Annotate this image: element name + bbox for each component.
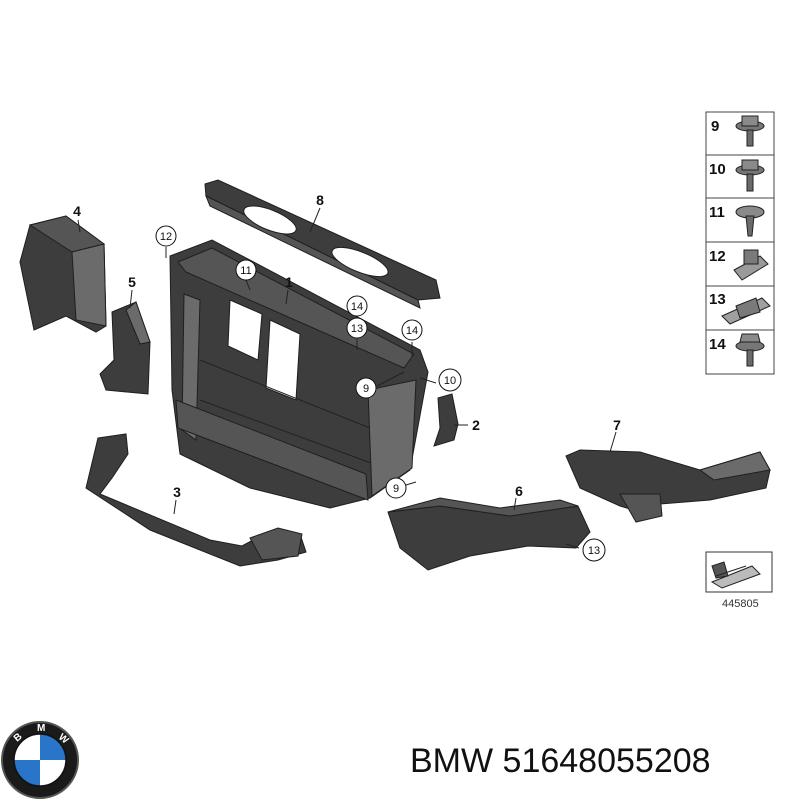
callout-14b-label: 14 xyxy=(406,325,418,337)
legend-num-10: 10 xyxy=(709,161,726,178)
callout-9b-label: 9 xyxy=(393,483,399,495)
legend-num-13: 13 xyxy=(709,291,726,308)
legend-num-11: 11 xyxy=(709,204,725,221)
part-number: 51648055208 xyxy=(502,742,711,780)
callout-5: 5 xyxy=(128,274,136,290)
diagram-reference: 445805 xyxy=(705,551,773,610)
circled-callout-13a: 13 xyxy=(346,317,368,339)
part-5-left-bracket xyxy=(99,301,151,395)
legend-row-10: 10 xyxy=(709,159,765,192)
legend-num-9: 9 xyxy=(711,118,719,135)
callout-9a-label: 9 xyxy=(363,383,369,395)
circled-callout-14a: 14 xyxy=(346,295,368,317)
callout-6: 6 xyxy=(515,483,523,499)
spring-nut-icon xyxy=(721,297,771,325)
legend-num-12: 12 xyxy=(709,248,726,265)
arrow-pointer-icon xyxy=(710,561,761,589)
flange-bolt-icon xyxy=(735,159,765,192)
callout-12-label: 12 xyxy=(160,231,172,243)
circled-callout-13b: 13 xyxy=(582,538,606,562)
legend-row-9: 9 xyxy=(711,115,765,147)
callout-3: 3 xyxy=(173,484,181,500)
legend-row-12: 12 xyxy=(709,248,769,281)
circled-callout-9b: 9 xyxy=(385,477,407,499)
cage-nut-icon xyxy=(733,249,769,281)
callout-4: 4 xyxy=(73,203,81,219)
brand-name: BMW xyxy=(410,742,494,780)
circled-callout-11: 11 xyxy=(235,259,257,281)
callout-8: 8 xyxy=(316,192,324,208)
callout-13a-label: 13 xyxy=(351,323,363,335)
svg-text:M: M xyxy=(37,723,45,734)
callout-11-label: 11 xyxy=(240,265,251,277)
part-7-right-upper-duct xyxy=(565,449,771,523)
callout-1: 1 xyxy=(285,274,293,290)
part-1-front-carrier xyxy=(169,239,429,509)
callout-2: 2 xyxy=(472,417,480,433)
part-8-upper-cover xyxy=(204,179,441,309)
circled-callout-10: 10 xyxy=(438,368,462,392)
part-4-left-air-duct xyxy=(19,215,107,333)
part-3-lower-air-guide xyxy=(85,433,307,567)
part-2-right-bracket xyxy=(433,393,459,447)
flange-bolt-icon xyxy=(735,115,765,147)
callout-13b-label: 13 xyxy=(588,545,600,557)
callout-7: 7 xyxy=(613,417,621,433)
legend-row-14: 14 xyxy=(709,333,765,367)
circled-callout-12: 12 xyxy=(155,225,177,247)
part-6-right-lower-duct xyxy=(387,497,591,571)
part-caption: BMW 51648055208 xyxy=(410,742,711,781)
callout-14a-label: 14 xyxy=(351,301,363,313)
callout-10-label: 10 xyxy=(444,375,456,387)
self-tapping-screw-icon xyxy=(735,205,765,237)
legend-num-14: 14 xyxy=(709,336,726,353)
bmw-logo: B M W xyxy=(1,721,79,799)
legend-row-11: 11 xyxy=(709,204,765,237)
diagram-ref-number: 445805 xyxy=(722,598,759,610)
legend-row-13: 13 xyxy=(709,291,771,325)
circled-callout-9a: 9 xyxy=(355,377,377,399)
hex-flange-bolt-icon xyxy=(735,333,765,367)
circled-callout-14b: 14 xyxy=(401,319,423,341)
fastener-legend: 9 10 11 12 xyxy=(705,111,775,375)
